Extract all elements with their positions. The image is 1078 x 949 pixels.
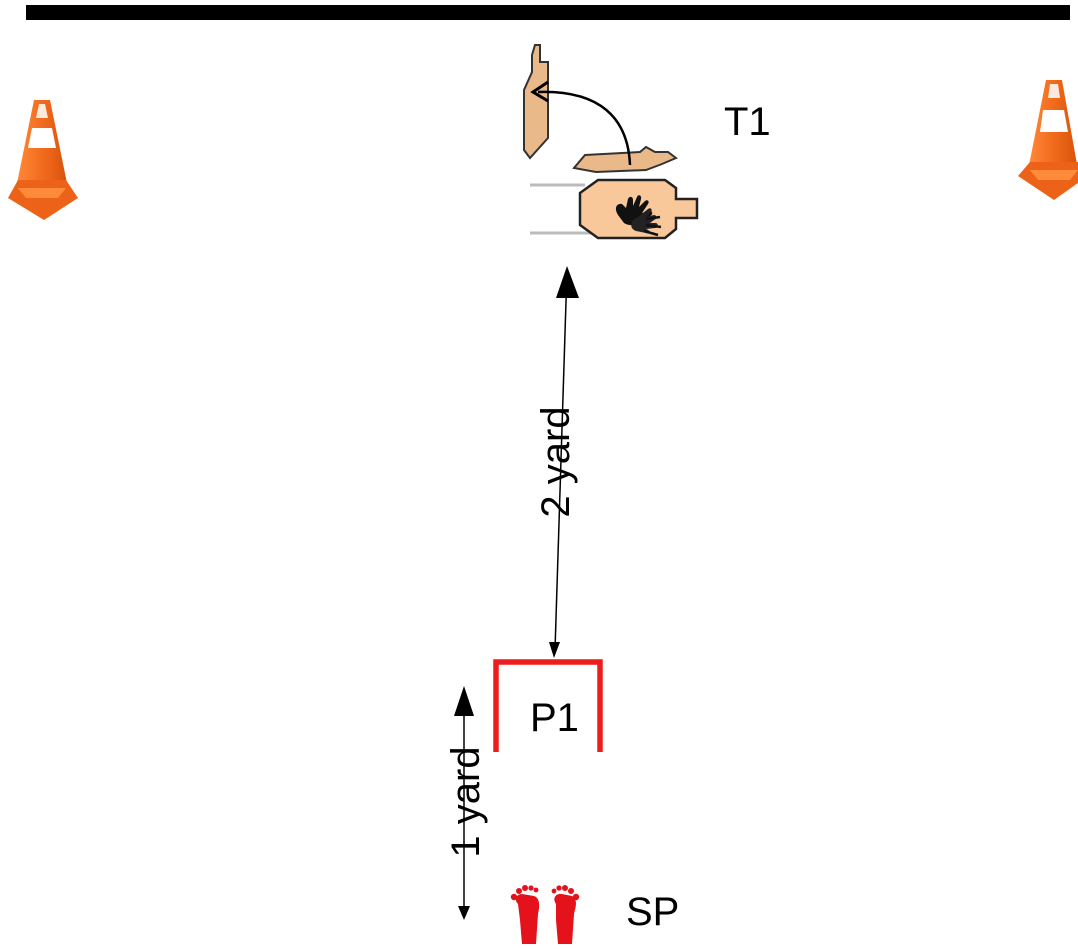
distance-arrowhead bbox=[458, 906, 470, 920]
turn-arrowhead bbox=[530, 80, 549, 103]
footprints-icon bbox=[510, 885, 580, 944]
traffic-cone-icon bbox=[8, 100, 78, 220]
target-icon bbox=[523, 44, 549, 160]
distance-arrowhead bbox=[556, 266, 579, 298]
position-label: P1 bbox=[530, 696, 579, 740]
distance-arrowhead bbox=[454, 686, 474, 716]
distance-label-2-yard: 2 yard bbox=[534, 406, 578, 518]
fault-line-p1 bbox=[493, 659, 603, 752]
distance-arrowhead bbox=[549, 642, 560, 658]
start-label: SP bbox=[626, 890, 680, 934]
distance-label-1-yard: 1 yard bbox=[444, 746, 488, 858]
target-icon bbox=[572, 145, 678, 174]
turn-arrow bbox=[537, 90, 632, 166]
wall-bar bbox=[26, 5, 1070, 20]
hand-icon bbox=[615, 195, 662, 237]
traffic-cone-icon bbox=[1018, 80, 1078, 200]
target-label: T1 bbox=[724, 100, 771, 144]
distance-arrow-2-yard bbox=[554, 269, 568, 651]
